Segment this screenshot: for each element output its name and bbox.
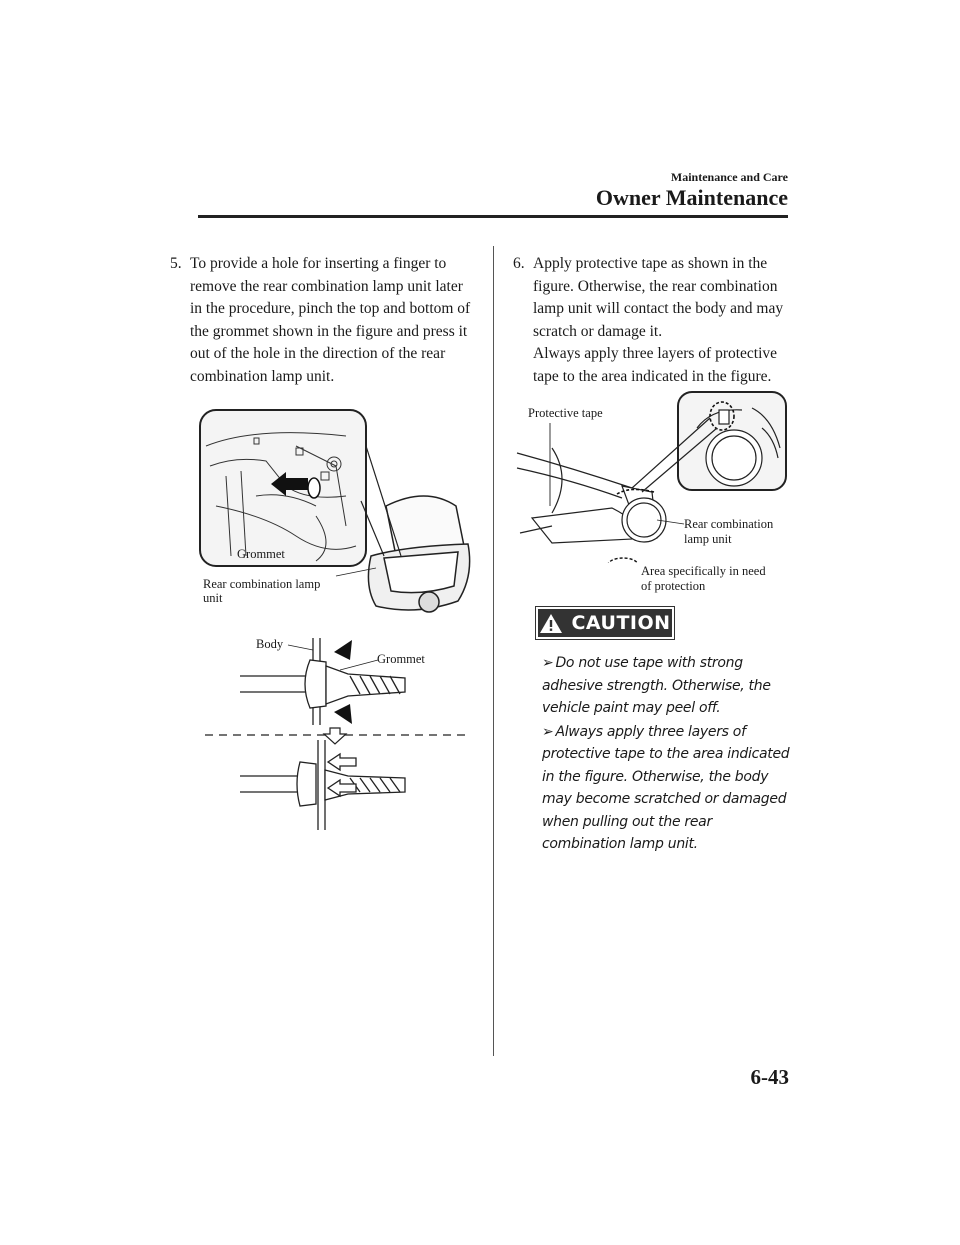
figure3-lamp-label-line1: Rear combination (684, 517, 774, 531)
step-5-text: To provide a hole for inserting a finger… (190, 255, 471, 385)
arrow-bullet-icon: ➢ (542, 655, 554, 671)
caution-item: ➢Do not use tape with strong adhesive st… (542, 655, 771, 716)
caution-item: ➢Always apply three layers of protective… (542, 723, 790, 853)
arrow-bullet-icon: ➢ (542, 723, 554, 740)
step-6-text-2: Always apply three layers of protective … (533, 345, 778, 385)
caution-badge: CAUTION (535, 606, 675, 640)
warning-triangle-icon (540, 613, 563, 633)
step-5: 5. To provide a hole for inserting a fin… (170, 253, 475, 388)
figure1-lamp-label-line1: Rear combination lamp (203, 577, 321, 591)
step-6-number: 6. (513, 255, 525, 272)
figure2-grommet-label: Grommet (377, 652, 425, 666)
column-divider (493, 246, 494, 1056)
caution-list: ➢Do not use tape with strong adhesive st… (542, 652, 792, 857)
page-number: 6-43 (750, 1065, 790, 1089)
figure2-body-label: Body (256, 637, 284, 651)
step-6: 6. Apply protective tape as shown in the… (513, 253, 798, 388)
caution-label: CAUTION (571, 612, 671, 634)
header-section-name: Maintenance and Care (670, 170, 788, 184)
step-5-number: 5. (170, 255, 182, 272)
figure1-lamp-label-line2: unit (203, 591, 223, 605)
figure3-area-label-line2: of protection (641, 579, 706, 593)
page-title: Owner Maintenance (595, 185, 788, 210)
header-rule (198, 215, 788, 218)
figure1-grommet-label: Grommet (237, 547, 285, 561)
step-6-text: Apply protective tape as shown in the fi… (533, 255, 784, 340)
figure3-area-label-line1: Area specifically in need (641, 564, 766, 578)
figure-protective-tape (516, 391, 787, 563)
figure3-tape-label: Protective tape (528, 406, 603, 420)
figure-grommet-detail (205, 638, 465, 830)
figure3-lamp-label-line2: lamp unit (684, 532, 732, 546)
figure-grommet-location (199, 409, 471, 613)
